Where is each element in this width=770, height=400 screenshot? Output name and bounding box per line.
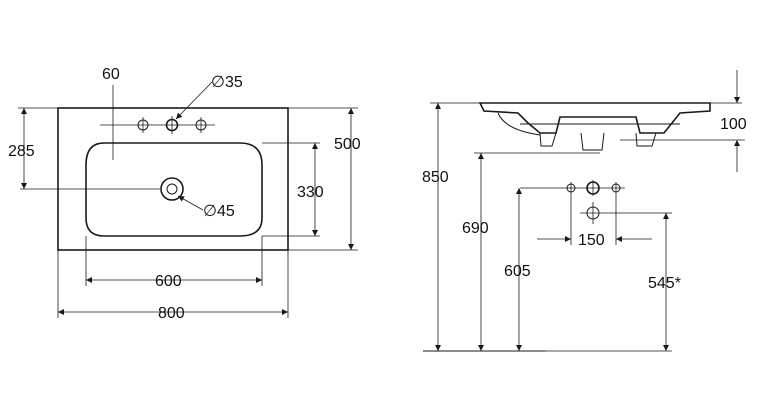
dim-height-to-waste-label: 545* <box>648 275 681 292</box>
dim-drain: ∅45 <box>177 195 235 220</box>
drain <box>20 177 184 201</box>
dim-rear-to-drain: 285 <box>8 107 58 189</box>
dim-bowl-depth: 330 <box>262 142 324 237</box>
dim-height-to-outlet-label: 605 <box>504 263 531 280</box>
dim-width-label: 800 <box>158 305 185 322</box>
dim-height-to-waste: 545* <box>648 213 681 351</box>
dim-depth-label: 500 <box>334 136 361 153</box>
dim-bowl-width-label: 600 <box>155 273 182 290</box>
dim-height-to-outlet: 605 <box>504 188 531 351</box>
dim-waste-spacing-label: 150 <box>578 232 605 249</box>
dim-hole-spacing: 60 <box>102 66 120 160</box>
dim-bowl-width: 600 <box>85 236 263 290</box>
dim-bowl-depth-label: 330 <box>297 184 324 201</box>
waste-symbols <box>520 180 672 224</box>
top-view: 60 ∅35 ∅45 285 500 3 <box>8 66 361 322</box>
tap-holes <box>100 116 215 134</box>
dim-height-to-underside-label: 690 <box>462 220 489 237</box>
side-view: 100 850 690 605 150 <box>422 70 747 352</box>
dim-tap-hole-label: ∅35 <box>211 74 243 91</box>
dim-drain-label: ∅45 <box>203 203 235 220</box>
dim-hole-spacing-label: 60 <box>102 66 120 83</box>
dim-height-to-rim-label: 850 <box>422 169 449 186</box>
dim-rim-thickness-label: 100 <box>720 116 747 133</box>
bowl-outline <box>85 142 263 237</box>
dim-depth: 500 <box>288 107 361 251</box>
basin-outline <box>57 107 289 251</box>
dim-width: 800 <box>57 250 289 322</box>
dim-waste-spacing: 150 <box>537 194 652 249</box>
dim-height-to-underside: 690 <box>462 152 600 351</box>
dim-rim-thickness: 100 <box>620 70 747 172</box>
dim-rear-to-drain-label: 285 <box>8 143 35 160</box>
basin-profile <box>478 102 711 134</box>
dim-tap-hole: ∅35 <box>175 74 243 120</box>
dim-height-to-rim: 850 <box>422 102 480 351</box>
